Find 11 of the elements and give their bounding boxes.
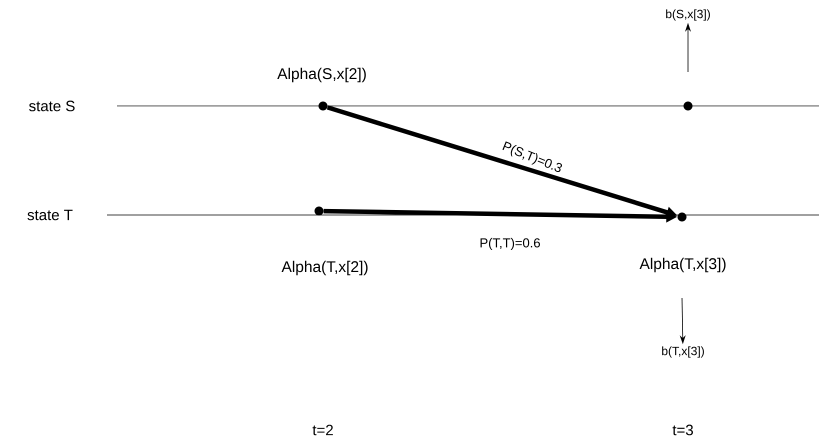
time-label: t=2 — [312, 424, 333, 436]
node-text: b(T,x[3]) — [662, 346, 704, 358]
dot — [684, 102, 692, 110]
node-text: b(S,x[3]) — [666, 9, 710, 21]
state-value: Alpha(T,x[2]) — [282, 260, 368, 276]
state-label: state T — [28, 210, 73, 220]
state-value: Alpha(T,x[3]) — [640, 258, 726, 272]
state-label: state S — [29, 100, 75, 112]
state-value: Alpha(S,x[2]) — [277, 68, 366, 82]
time-label: t=3 — [672, 424, 693, 436]
edge-label: P(T,T)=0.6 — [478, 236, 542, 252]
